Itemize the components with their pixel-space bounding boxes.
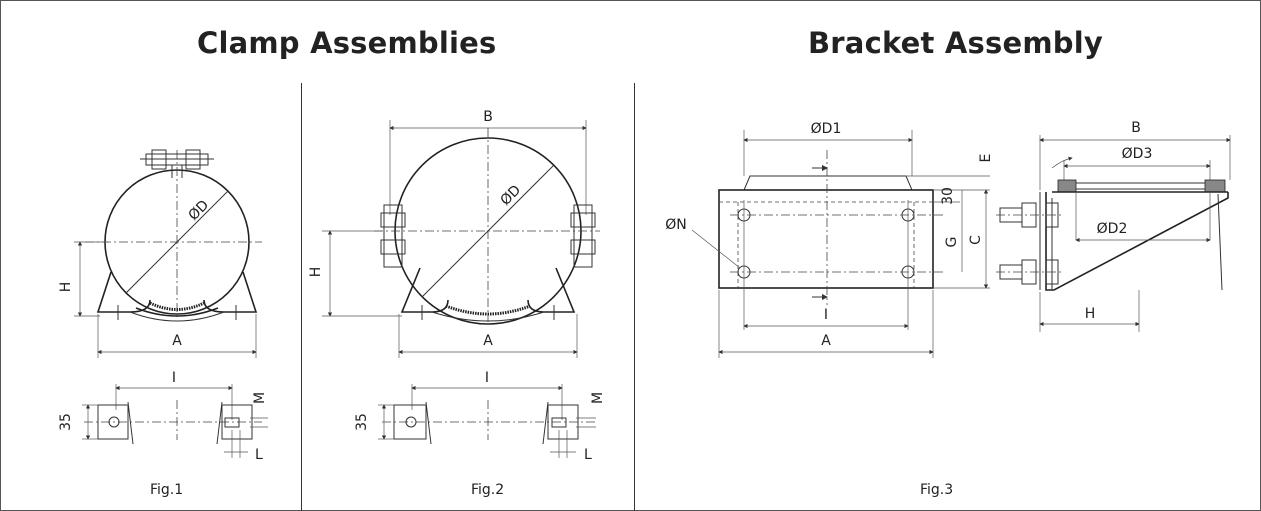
bracket-assembly-heading: Bracket Assembly xyxy=(808,26,1103,60)
fig3-dim-d3: ØD3 xyxy=(1122,146,1153,162)
fig3-dim-d1: ØD1 xyxy=(811,121,842,137)
fig2-dim-a: A xyxy=(483,333,493,349)
fig3-dim-30: 30 xyxy=(940,187,956,205)
fig2-dim-i: I xyxy=(485,370,489,386)
fig3-dim-e: E xyxy=(978,154,994,163)
fig3-dim-d2: ØD2 xyxy=(1097,221,1128,237)
fig3-dim-h: H xyxy=(1085,306,1096,322)
fig3-dim-a: A xyxy=(821,333,831,349)
fig3-bracket-drawing xyxy=(691,130,1231,358)
fig2-dim-b: B xyxy=(483,109,493,125)
fig1-dim-h: H xyxy=(58,282,74,293)
figure-separator-1 xyxy=(301,83,302,511)
fig3-dim-g: G xyxy=(944,237,960,248)
fig1-dim-a: A xyxy=(172,333,182,349)
fig2-dim-m: M xyxy=(590,392,606,404)
fig2-dim-d: ØD xyxy=(498,182,525,209)
fig3-dim-i: I xyxy=(824,307,828,323)
fig2-clamp-drawing xyxy=(322,120,600,458)
fig3-dim-n: ØN xyxy=(665,217,687,233)
fig1-clamp-drawing xyxy=(74,149,268,458)
fig1-dim-i: I xyxy=(172,370,176,386)
clamp-assemblies-heading: Clamp Assemblies xyxy=(197,26,497,60)
figure-separator-2 xyxy=(634,83,635,511)
fig2-dim-35: 35 xyxy=(354,413,370,431)
fig3-caption: Fig.3 xyxy=(920,482,954,498)
fig3-dim-c: C xyxy=(968,235,984,245)
fig1-dim-m: M xyxy=(252,392,268,404)
fig1-caption: Fig.1 xyxy=(150,482,184,498)
fig2-caption: Fig.2 xyxy=(471,482,505,498)
fig1-dim-35: 35 xyxy=(58,413,74,431)
fig1-dim-l: L xyxy=(255,447,263,463)
fig2-dim-h: H xyxy=(308,267,324,278)
fig3-dim-b: B xyxy=(1131,120,1141,136)
fig1-dim-d: ØD xyxy=(186,197,213,224)
fig2-dim-l: L xyxy=(584,447,592,463)
